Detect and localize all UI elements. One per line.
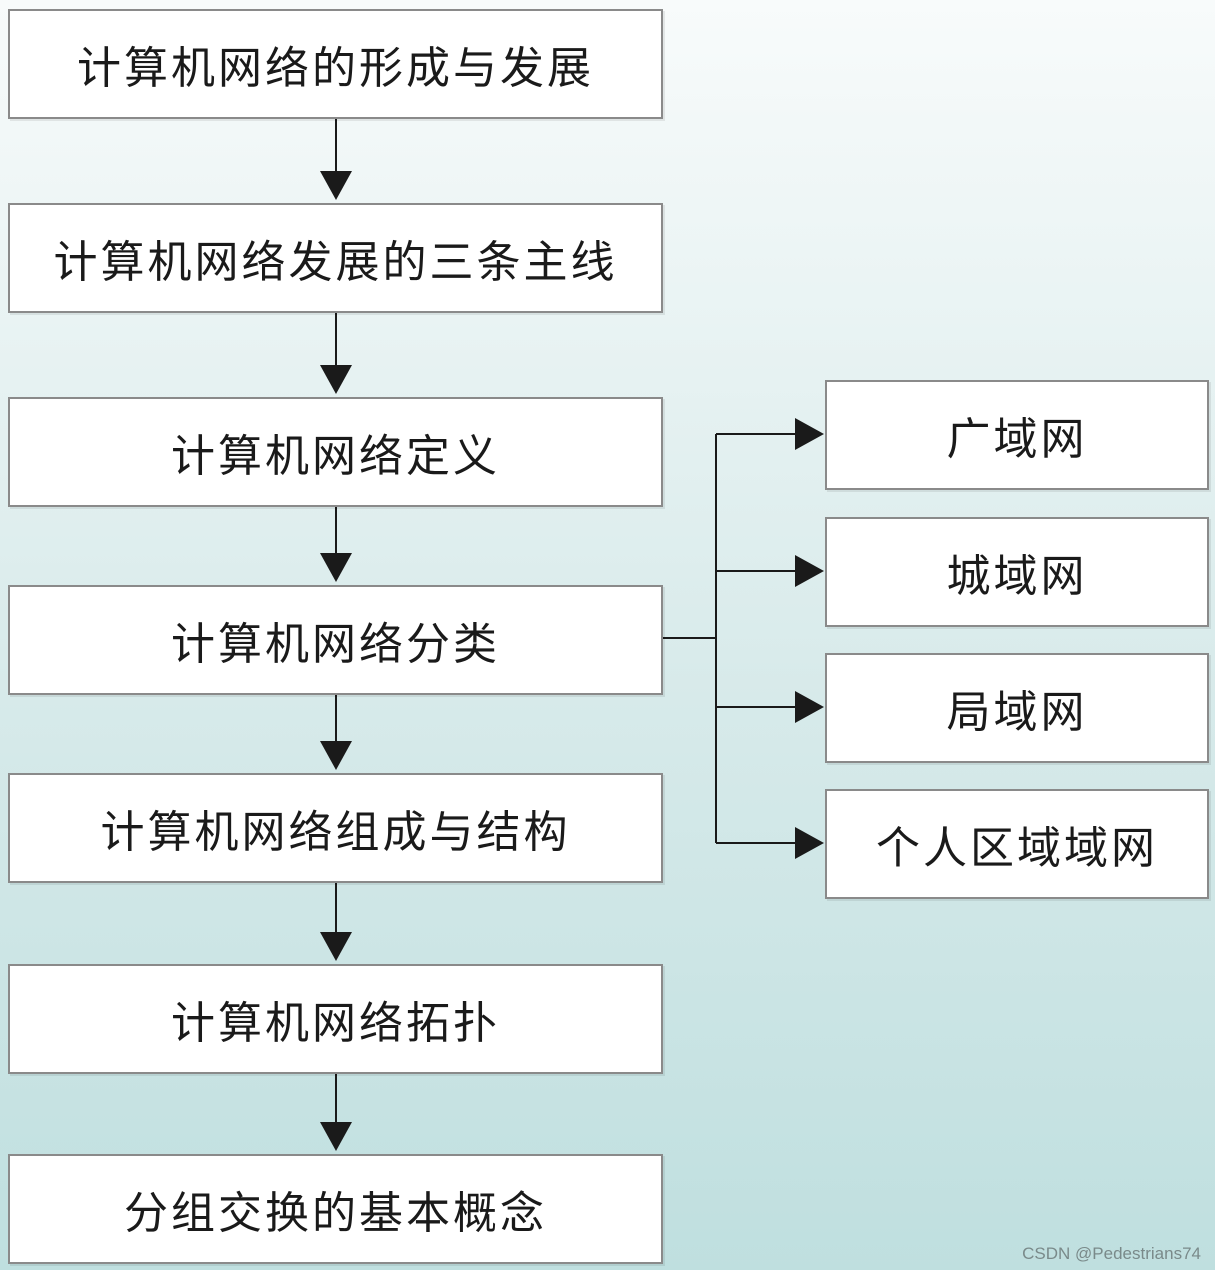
arrowhead-step-1-to-2 [320,171,352,200]
step-box-three-main-lines: 计算机网络发展的三条主线 [8,203,663,313]
step-box-packet-switching: 分组交换的基本概念 [8,1154,663,1264]
class-box-man: 城域网 [825,517,1209,627]
step-label: 分组交换的基本概念 [124,1188,547,1239]
class-label: 局域网 [946,687,1088,738]
arrowhead-step-2-to-3 [320,365,352,394]
class-box-wan: 广域网 [825,380,1209,490]
step-box-formation-development: 计算机网络的形成与发展 [8,9,663,119]
classification-branches [663,418,824,859]
arrowhead-to-wan [795,418,824,450]
arrowhead-to-pan [795,827,824,859]
class-label: 个人区域域网 [876,823,1158,874]
step-label: 计算机网络发展的三条主线 [53,237,618,288]
step-box-composition-structure: 计算机网络组成与结构 [8,773,663,883]
arrowhead-step-6-to-7 [320,1122,352,1151]
class-box-lan: 局域网 [825,653,1209,763]
main-flow-arrows [320,119,352,1151]
arrowhead-to-lan [795,691,824,723]
arrowhead-to-man [795,555,824,587]
arrowhead-step-4-to-5 [320,741,352,770]
arrowhead-step-5-to-6 [320,932,352,961]
step-box-classification: 计算机网络分类 [8,585,663,695]
step-label: 计算机网络的形成与发展 [77,43,594,94]
step-label: 计算机网络定义 [171,431,500,482]
arrowhead-step-3-to-4 [320,553,352,582]
step-label: 计算机网络拓扑 [171,998,500,1049]
class-label: 城域网 [946,551,1088,602]
step-label: 计算机网络分类 [171,619,500,670]
step-label: 计算机网络组成与结构 [100,807,571,858]
class-box-pan: 个人区域域网 [825,789,1209,899]
class-label: 广域网 [946,414,1088,465]
step-box-definition: 计算机网络定义 [8,397,663,507]
step-box-topology: 计算机网络拓扑 [8,964,663,1074]
watermark: CSDN @Pedestrians74 [1022,1244,1201,1263]
